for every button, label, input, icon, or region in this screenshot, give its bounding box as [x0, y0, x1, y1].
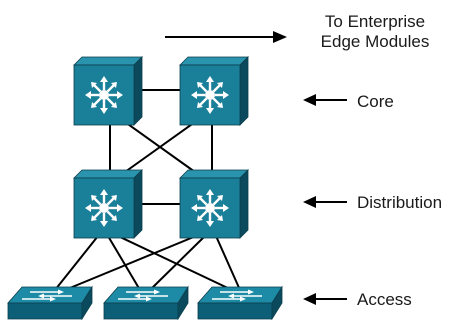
core-switch-2	[179, 56, 249, 126]
switch-arrows-icon	[212, 289, 262, 302]
link-dist1-acc2	[107, 235, 141, 291]
distribution-arrow-icon	[303, 196, 347, 208]
access-label: Access	[357, 290, 412, 309]
access-switch-3	[197, 285, 283, 321]
access-switch-1	[7, 285, 93, 321]
access-switch-2	[103, 285, 189, 321]
access-arrow-icon	[303, 293, 347, 305]
distribution-switch-2	[179, 169, 249, 239]
switch-arrows-icon	[118, 289, 168, 302]
link-dist2-acc3	[215, 235, 241, 291]
edge-arrow-icon	[165, 31, 287, 43]
link-core2-dist1	[124, 121, 196, 173]
arrows	[165, 31, 347, 305]
distribution-switch-1	[73, 169, 143, 239]
core-arrow-icon	[303, 94, 347, 106]
link-dist1-acc3	[117, 235, 233, 291]
edge-modules-label: To Enterprise Edge Modules	[300, 12, 450, 52]
link-dist2-acc2	[149, 235, 206, 291]
link-dist1-acc1	[54, 235, 99, 291]
edge-label-line2: Edge Modules	[320, 32, 430, 51]
core-label: Core	[357, 92, 394, 111]
link-dist2-acc1	[64, 235, 197, 291]
switch-arrows-icon	[22, 289, 72, 302]
core-switch-1	[73, 56, 143, 126]
links	[54, 89, 241, 291]
distribution-label: Distribution	[357, 193, 443, 212]
edge-label-line1: To Enterprise	[324, 12, 426, 31]
